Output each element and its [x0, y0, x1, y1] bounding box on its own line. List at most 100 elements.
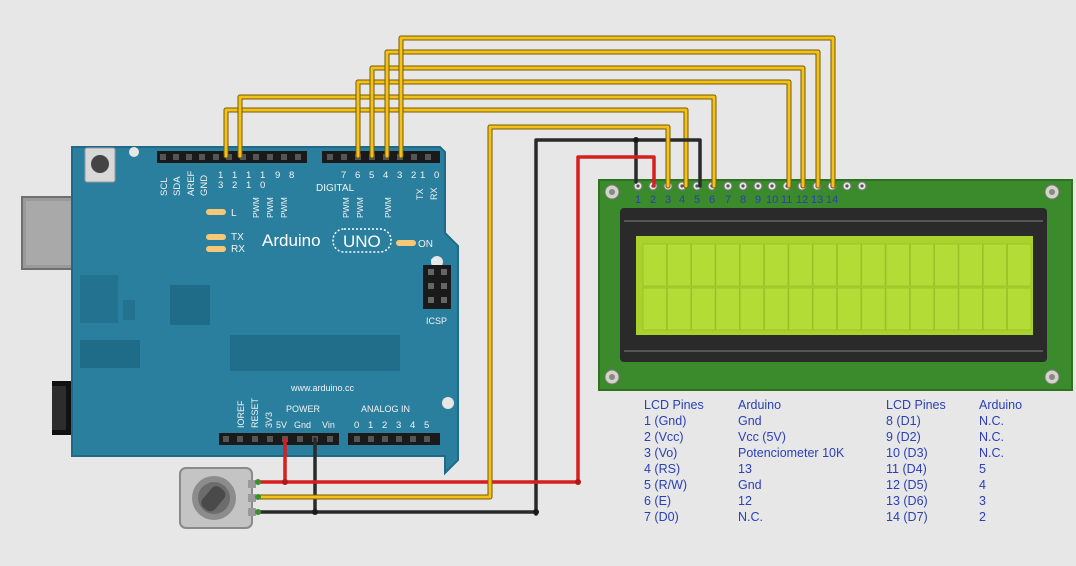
table-cell-arduino-pin: Gnd [738, 478, 762, 492]
table-cell-arduino-pin: N.C. [979, 446, 1004, 460]
table-cell-lcd-pin: 1 (Gnd) [644, 414, 687, 428]
header-pin-label: 1 [260, 170, 265, 181]
table-cell-lcd-pin: 10 (D3) [886, 446, 928, 460]
table-cell-lcd-pin: 5 (R/W) [644, 478, 688, 492]
header-pin-label: 1 [420, 170, 425, 181]
icsp-pin[interactable] [441, 269, 447, 275]
icsp-pin[interactable] [441, 297, 447, 303]
header-pin[interactable] [281, 154, 287, 160]
header-pin[interactable] [354, 436, 360, 442]
icsp-pin[interactable] [428, 283, 434, 289]
header-pin[interactable] [411, 154, 417, 160]
header-pin-label: 0 [434, 170, 439, 181]
potentiometer[interactable] [179, 467, 256, 529]
led-l [206, 209, 226, 215]
lcd-pin-label: 10 [766, 194, 778, 206]
header-pin[interactable] [295, 154, 301, 160]
led-l-label: L [231, 208, 237, 219]
lcd-char-cell [715, 243, 740, 287]
header-pin[interactable] [327, 154, 333, 160]
lcd-pin-label: 9 [755, 194, 761, 206]
pwm-label: PWM [355, 197, 365, 218]
lcd-pin-label: 6 [709, 194, 715, 206]
lcd-mount-holes [604, 184, 1060, 385]
lcd-char-cell [666, 287, 692, 331]
header-pin-label: 6 [355, 170, 360, 181]
analog-pin-label: 2 [382, 420, 387, 431]
table-cell-arduino-pin: 12 [738, 494, 752, 508]
header-pin[interactable] [237, 436, 243, 442]
header-pin[interactable] [226, 154, 232, 160]
lcd-char-cell [909, 287, 935, 331]
header-pin-label: AREF [186, 170, 197, 196]
header-pin[interactable] [160, 154, 166, 160]
header-pin[interactable] [252, 436, 258, 442]
pwm-label: PWM [341, 197, 351, 218]
icsp-pin[interactable] [428, 297, 434, 303]
header-pin[interactable] [424, 436, 430, 442]
table-cell-arduino-pin: 2 [979, 510, 986, 524]
lcd-char-cell [691, 287, 716, 331]
lcd-char-cell [691, 243, 716, 287]
lcd-char-cell [837, 243, 862, 287]
header-pin[interactable] [223, 436, 229, 442]
header-pin[interactable] [186, 154, 192, 160]
lcd-pin-label: 12 [796, 194, 808, 206]
header-pin-label: SDA [172, 176, 183, 196]
power-pin-label: RESET [250, 397, 260, 428]
lcd-char-cell [666, 243, 692, 287]
lcd-char-cell [788, 243, 813, 287]
lcd-char-cell [642, 287, 667, 331]
analog-pin-label: 3 [396, 420, 401, 431]
analog-label: ANALOG IN [361, 404, 410, 414]
header-pin-label: 2 [232, 180, 237, 191]
header-pin[interactable] [396, 436, 402, 442]
header-pin[interactable] [253, 154, 259, 160]
header-pin-label: 1 [246, 170, 251, 181]
table-cell-arduino-pin: Gnd [738, 414, 762, 428]
wire-gnd-main [534, 138, 638, 516]
lcd-char-cell [788, 287, 813, 331]
header-pin[interactable] [425, 154, 431, 160]
lcd-char-cell [958, 243, 983, 287]
led-rx [206, 246, 226, 252]
header-pin[interactable] [240, 154, 246, 160]
header-pin[interactable] [368, 436, 374, 442]
wire-5v-lcd [576, 155, 656, 484]
lcd-pin-label: 14 [826, 194, 838, 206]
header-pin-label: 8 [289, 170, 294, 181]
header-pin[interactable] [267, 436, 273, 442]
lcd-pin-label: 5 [694, 194, 700, 206]
lcd-char-cell [812, 287, 837, 331]
led-on [396, 240, 416, 246]
table-cell-lcd-pin: 4 (RS) [644, 462, 681, 476]
header-pin[interactable] [327, 436, 333, 442]
lcd-char-cell [934, 287, 959, 331]
header-pin[interactable] [213, 154, 219, 160]
header-pin-label: 2 [411, 170, 416, 181]
pwm-label: PWM [279, 197, 289, 218]
lcd-char-cell [812, 243, 837, 287]
icsp-pin[interactable] [428, 269, 434, 275]
wire-data [385, 50, 820, 188]
lcd-char-cell [642, 243, 667, 287]
icsp-pin[interactable] [441, 283, 447, 289]
table-cell-lcd-pin: 9 (D2) [886, 430, 921, 444]
header-pin-label: 9 [275, 170, 280, 181]
table-cell-arduino-pin: 13 [738, 462, 752, 476]
header-pin[interactable] [199, 154, 205, 160]
header-pin[interactable] [173, 154, 179, 160]
header-pin-label: 7 [341, 170, 346, 181]
header-pin[interactable] [267, 154, 273, 160]
header-pin[interactable] [410, 436, 416, 442]
header-pin-label: 1 [218, 170, 223, 181]
analog-pin-label: 5 [424, 420, 429, 431]
header-pin[interactable] [297, 436, 303, 442]
lcd-pin-label: 4 [679, 194, 685, 206]
led-tx-label: TX [231, 232, 244, 243]
header-pin[interactable] [382, 436, 388, 442]
header-pin[interactable] [341, 154, 347, 160]
table-cell-lcd-pin: 13 (D6) [886, 494, 928, 508]
table-cell-lcd-pin: 12 (D5) [886, 478, 928, 492]
